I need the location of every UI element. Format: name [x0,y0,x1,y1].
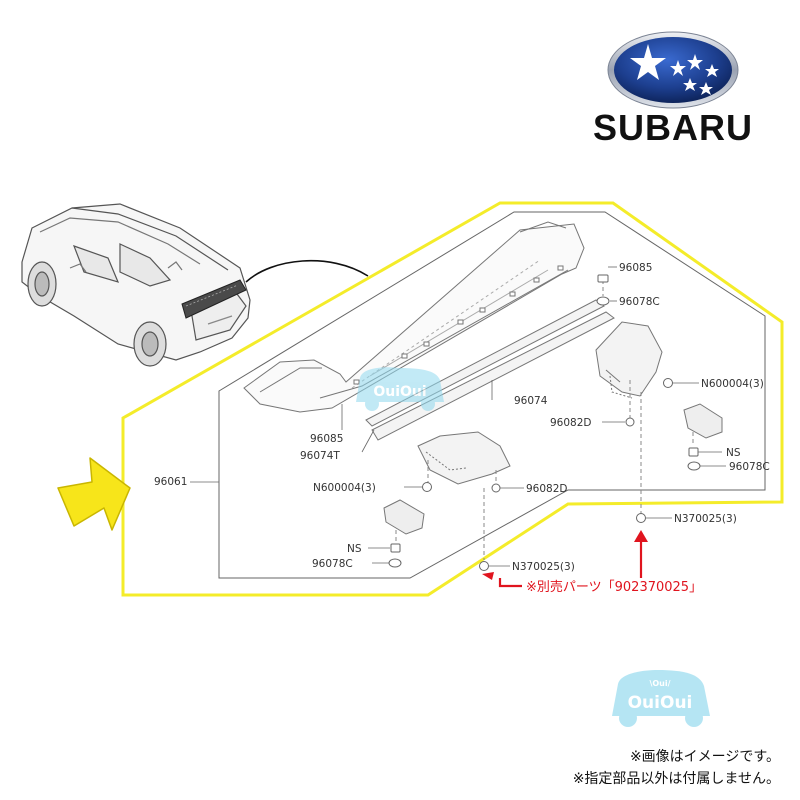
spoiler-wing-part [243,221,585,413]
highlight-frame [121,201,784,597]
footnote-image-note: ※画像はイメージです。 [629,749,780,765]
label-96085-right: 96085 [619,262,652,274]
label-96078c-top: 96078C [619,296,660,308]
label-96078c-left: 96078C [312,558,353,570]
label-n370025-left: N370025(3) [512,561,575,573]
watermark-center-text: OuiOui [373,384,426,400]
logo-stars-icon [630,44,719,95]
car-highlighted-spoiler [181,279,247,319]
watermark-logo-small-text: \Oui/ [649,679,670,688]
right-clip-part [683,403,723,439]
diagram-frame [218,211,766,579]
separate-part-callout: ※別売パーツ「902370025」 [482,530,702,595]
fastener-icons [388,274,701,571]
label-96082d-right: 96082D [550,417,592,429]
watermark-logo-text: OuiOui [628,693,693,713]
part-labels: 96085 96078C 96074 96085 96074T N600004(… [300,262,770,573]
red-arrowhead-left-icon [482,572,494,580]
red-arrowhead-up-icon [634,530,648,542]
label-96085-left: 96085 [310,433,343,445]
label-96082d-left: 96082D [526,483,568,495]
left-clip-part [383,499,425,535]
red-arrow-left-icon [498,578,522,588]
watermark-center: OuiOui [356,367,444,411]
label-96074t: 96074T [300,450,340,462]
label-96078c-right: 96078C [729,461,770,473]
left-bracket-part [417,431,511,485]
footnote-parts-note: ※指定部品以外は付属しません。 [572,771,780,787]
watermark-logo: \Oui/ OuiOui [612,670,710,727]
logo-oval [614,37,732,103]
label-96061: 96061 [154,476,187,488]
car-rear-view-illustration [21,203,251,367]
separate-part-note: ※別売パーツ「902370025」 [526,579,702,595]
label-n600004-left: N600004(3) [313,482,376,494]
label-96074: 96074 [514,395,548,407]
label-ns-left: NS [347,543,362,555]
callout-leader-line [245,259,369,283]
assembly-guide-lines [395,280,694,560]
brand-wordmark: SUBARU [593,107,753,148]
label-n600004-right: N600004(3) [701,378,764,390]
label-ns-right: NS [726,447,741,459]
label-n370025-right: N370025(3) [674,513,737,525]
right-bracket-part [595,321,663,399]
pointer-arrow-icon [57,457,131,531]
label-leaders [341,266,726,567]
subaru-logo: SUBARU [593,31,753,148]
